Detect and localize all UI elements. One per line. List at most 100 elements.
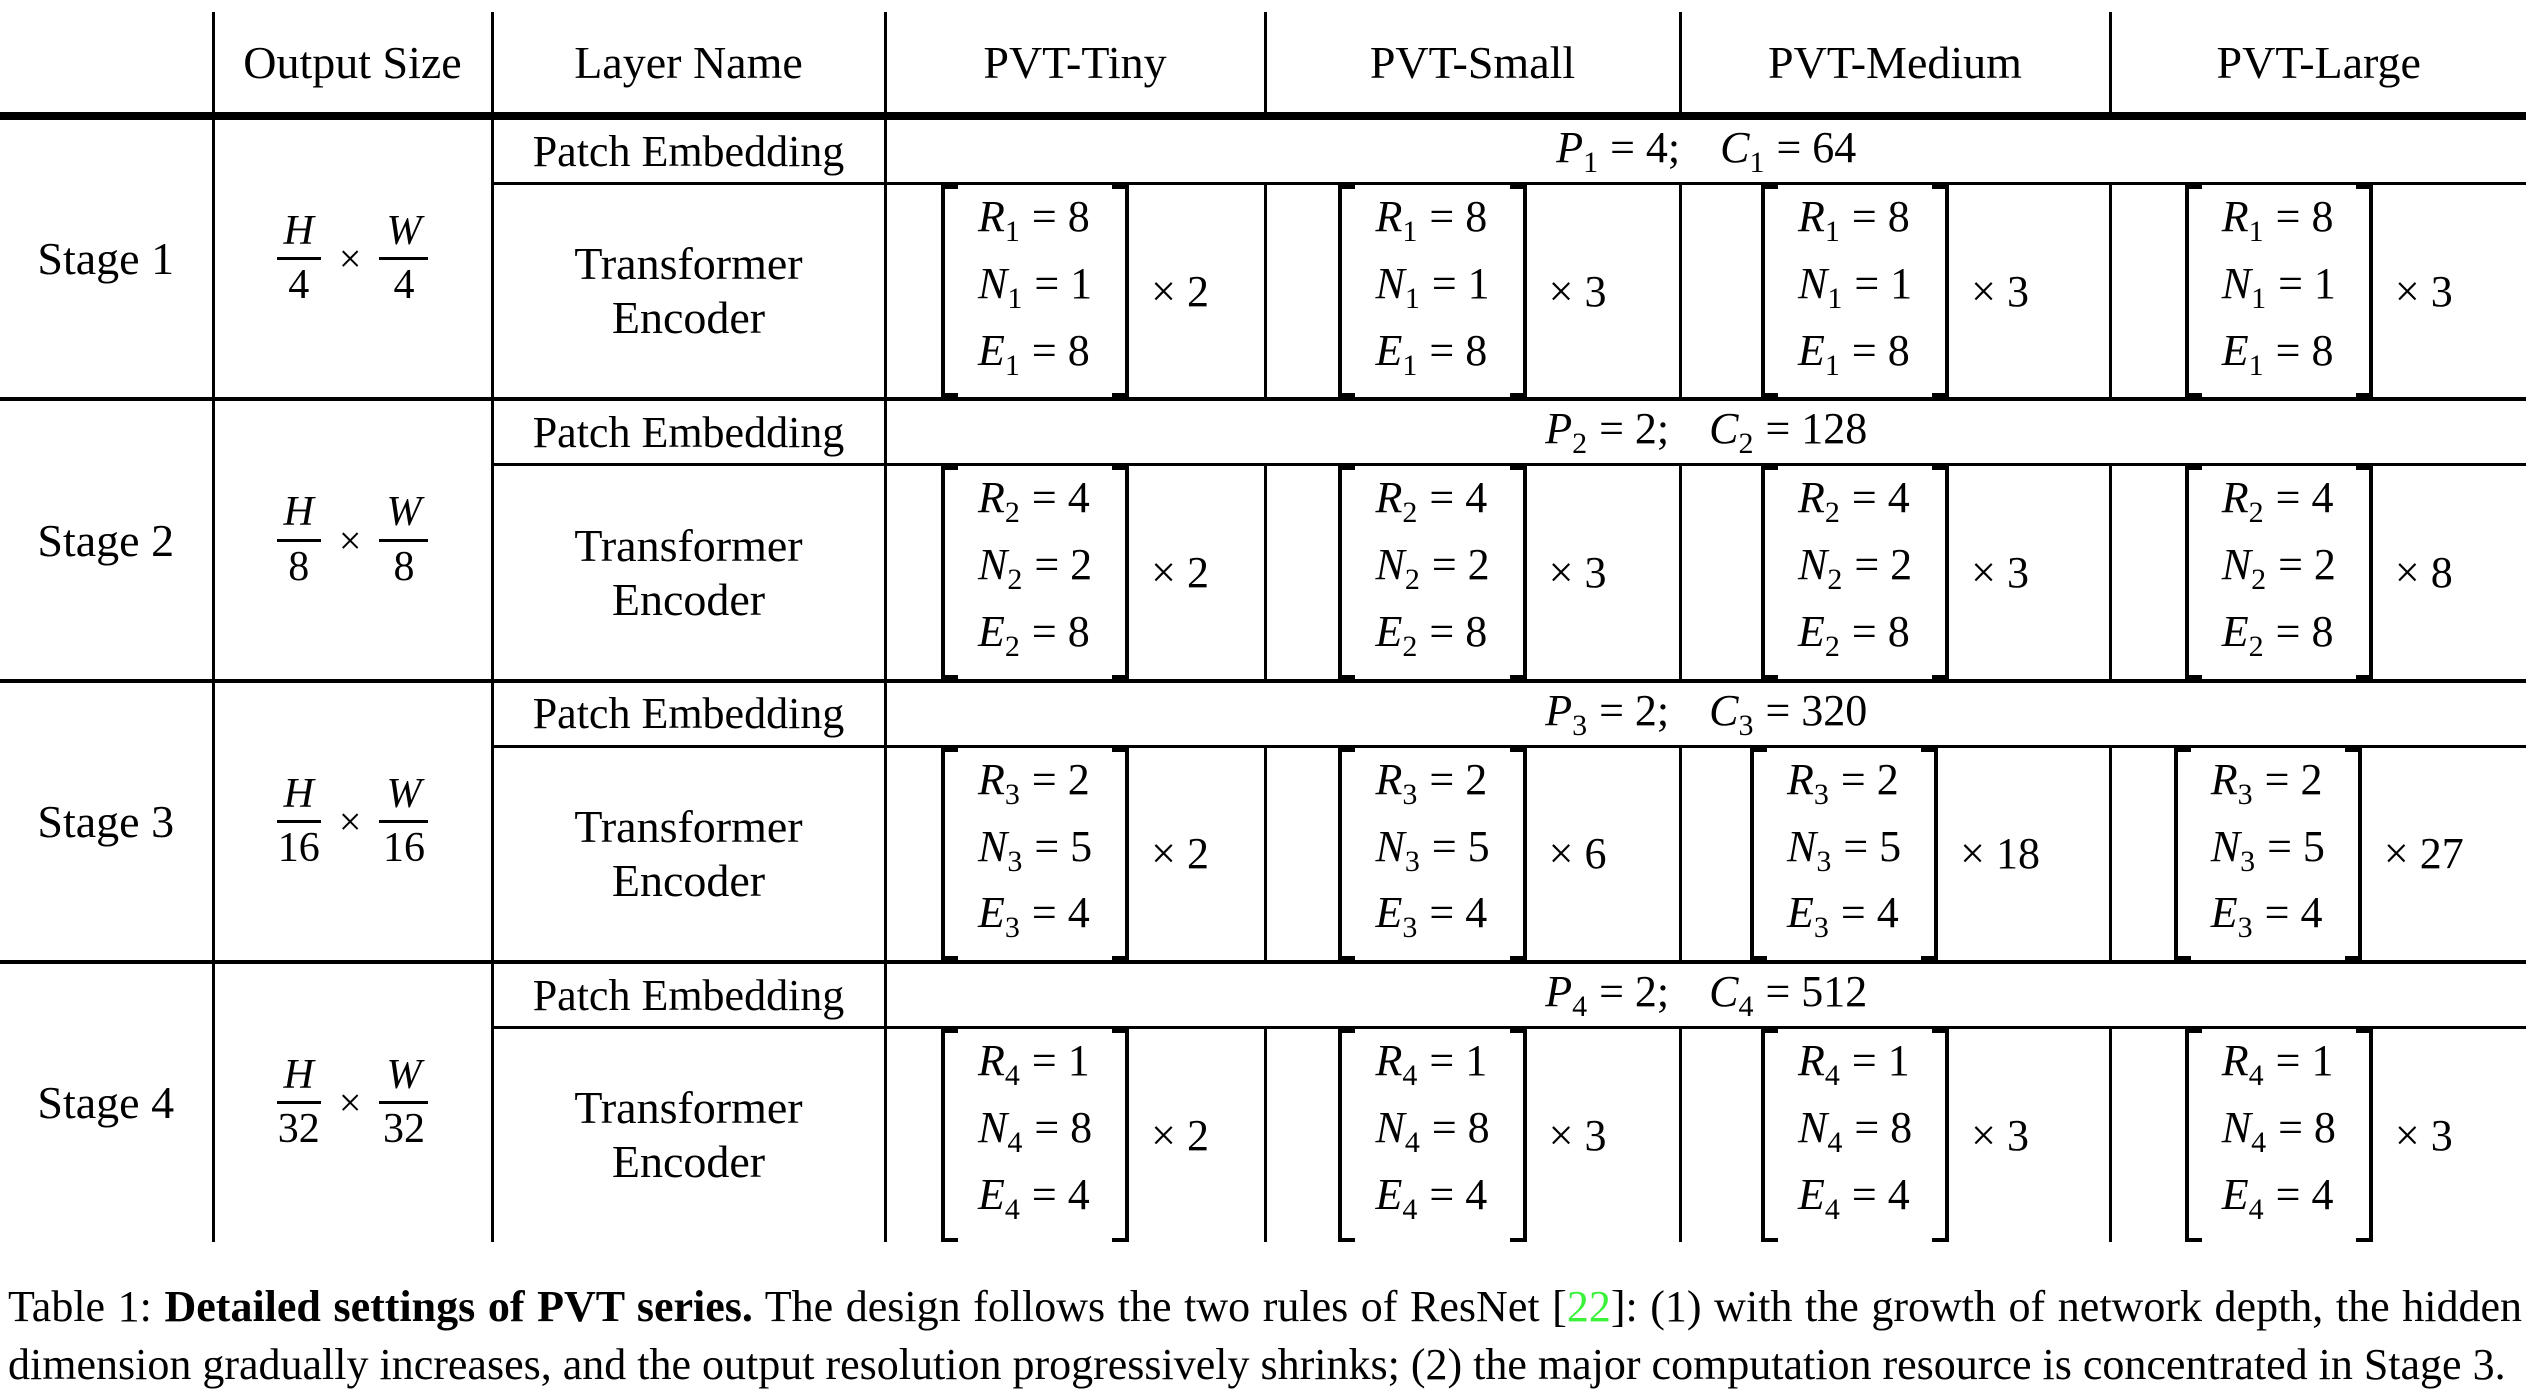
repeat-multiplier: × 6	[1548, 829, 1607, 879]
repeat-multiplier: × 8	[2394, 548, 2453, 598]
encoder-block: R1= 8 N1= 1 E1= 8 × 3	[2112, 185, 2527, 398]
bracket-right-icon	[1112, 747, 1130, 961]
encoder-cell-pvt-tiny: R2= 4 N2= 2 E2= 8 × 2	[885, 464, 1267, 683]
col-header-stage	[0, 12, 215, 120]
patch-embedding-label: Patch Embedding	[492, 680, 887, 748]
stage-label: Stage 4	[0, 962, 215, 1242]
bracket-left-icon	[1338, 747, 1356, 961]
repeat-multiplier: × 3	[2394, 1110, 2453, 1160]
col-header-pvt-small: PVT-Small	[1265, 12, 1682, 120]
citation-22[interactable]: 22	[1566, 1281, 1611, 1331]
bracket-right-icon	[2355, 1029, 2373, 1242]
transformer-encoder-label: Transformer Encoder	[492, 746, 887, 965]
bracket-left-icon	[1338, 185, 1356, 398]
header-row: Output Size Layer Name PVT-Tiny PVT-Smal…	[0, 12, 2526, 120]
col-header-pvt-medium: PVT-Medium	[1680, 12, 2112, 120]
patch-embedding-label: Patch Embedding	[492, 399, 887, 467]
col-header-output-size: Output Size	[213, 12, 494, 120]
repeat-multiplier: × 3	[1548, 1110, 1607, 1160]
caption-prefix: Table 1:	[8, 1281, 165, 1331]
encoder-block: R4= 1 N4= 8 E4= 4 × 3	[2112, 1029, 2527, 1242]
encoder-block: R1= 8 N1= 1 E1= 8 × 3	[1267, 185, 1679, 398]
bracket-left-icon	[940, 1029, 958, 1242]
repeat-multiplier: × 18	[1960, 829, 2040, 879]
pvt-settings-table: Output Size Layer Name PVT-Tiny PVT-Smal…	[0, 12, 2526, 1242]
encoder-block: R4= 1 N4= 8 E4= 4 × 3	[1267, 1029, 1679, 1242]
encoder-cell-pvt-tiny: R4= 1 N4= 8 E4= 4 × 2	[885, 1027, 1267, 1242]
caption-bold-title: Detailed settings of PVT series.	[164, 1281, 753, 1331]
col-header-pvt-tiny: PVT-Tiny	[885, 12, 1267, 120]
encoder-cell-pvt-medium: R1= 8 N1= 1 E1= 8 × 3	[1680, 183, 2112, 402]
encoder-block: R3= 2 N3= 5 E3= 4 × 27	[2112, 747, 2527, 961]
bracket-right-icon	[1112, 1029, 1130, 1242]
bracket-right-icon	[1509, 466, 1527, 679]
bracket-right-icon	[1509, 185, 1527, 398]
patch-embedding-label: Patch Embedding	[492, 962, 887, 1030]
bracket-left-icon	[940, 466, 958, 679]
encoder-cell-pvt-small: R1= 8 N1= 1 E1= 8 × 3	[1265, 183, 1682, 402]
times-symbol: ×	[338, 236, 362, 282]
encoder-block: R2= 4 N2= 2 E2= 8 × 3	[1682, 466, 2109, 679]
bracket-left-icon	[940, 185, 958, 398]
bracket-right-icon	[2355, 185, 2373, 398]
stage-label: Stage 3	[0, 680, 215, 965]
encoder-cell-pvt-small: R4= 1 N4= 8 E4= 4 × 3	[1265, 1027, 1682, 1242]
encoder-cell-pvt-tiny: R1= 8 N1= 1 E1= 8 × 2	[885, 183, 1267, 402]
bracket-right-icon	[1112, 466, 1130, 679]
caption-text-pre-cite: The design follows the two rules of ResN…	[752, 1281, 1567, 1331]
repeat-multiplier: × 3	[1548, 548, 1607, 598]
transformer-encoder-label: Transformer Encoder	[492, 464, 887, 683]
encoder-block: R1= 8 N1= 1 E1= 8 × 3	[1682, 185, 2109, 398]
col-header-layer-name: Layer Name	[492, 12, 887, 120]
repeat-multiplier: × 2	[1151, 548, 1209, 598]
bracket-right-icon	[1112, 185, 1130, 398]
bracket-left-icon	[2173, 747, 2191, 961]
bracket-right-icon	[1932, 185, 1950, 398]
stage3-encoder-row: Transformer Encoder R3= 2 N3= 5 E3= 4 × …	[0, 746, 2527, 965]
encoder-block: R2= 4 N2= 2 E2= 8 × 8	[2112, 466, 2527, 679]
encoder-block: R1= 8 N1= 1 E1= 8 × 2	[887, 185, 1264, 398]
bracket-left-icon	[2184, 185, 2202, 398]
patch-embedding-label: Patch Embedding	[492, 116, 887, 185]
repeat-multiplier: × 2	[1151, 266, 1209, 316]
encoder-block: R2= 4 N2= 2 E2= 8 × 3	[1267, 466, 1679, 679]
bracket-right-icon	[1509, 747, 1527, 961]
encoder-block: R3= 2 N3= 5 E3= 4 × 6	[1267, 747, 1679, 961]
bracket-left-icon	[1760, 185, 1778, 398]
repeat-multiplier: × 3	[1971, 548, 2029, 598]
bracket-right-icon	[1921, 747, 1939, 961]
bracket-left-icon	[1338, 1029, 1356, 1242]
patch-embedding-value: P1= 4;C1= 64	[885, 116, 2526, 185]
repeat-multiplier: × 3	[1548, 266, 1607, 316]
encoder-block: R3= 2 N3= 5 E3= 4 × 2	[887, 747, 1264, 961]
bracket-left-icon	[2184, 1029, 2202, 1242]
repeat-multiplier: × 27	[2383, 829, 2464, 879]
encoder-cell-pvt-medium: R3= 2 N3= 5 E3= 4 × 18	[1680, 746, 2112, 965]
times-symbol: ×	[338, 1080, 362, 1126]
times-symbol: ×	[338, 517, 362, 563]
repeat-multiplier: × 2	[1151, 1110, 1209, 1160]
bracket-left-icon	[1760, 466, 1778, 679]
bracket-left-icon	[1749, 747, 1767, 961]
bracket-right-icon	[1932, 1029, 1950, 1242]
col-header-pvt-large: PVT-Large	[2110, 12, 2526, 120]
stage-label: Stage 1	[0, 116, 215, 402]
bracket-left-icon	[940, 747, 958, 961]
stage-label: Stage 2	[0, 399, 215, 683]
table-caption: Table 1: Detailed settings of PVT series…	[0, 1278, 2532, 1394]
bracket-left-icon	[1338, 466, 1356, 679]
encoder-cell-pvt-tiny: R3= 2 N3= 5 E3= 4 × 2	[885, 746, 1267, 965]
